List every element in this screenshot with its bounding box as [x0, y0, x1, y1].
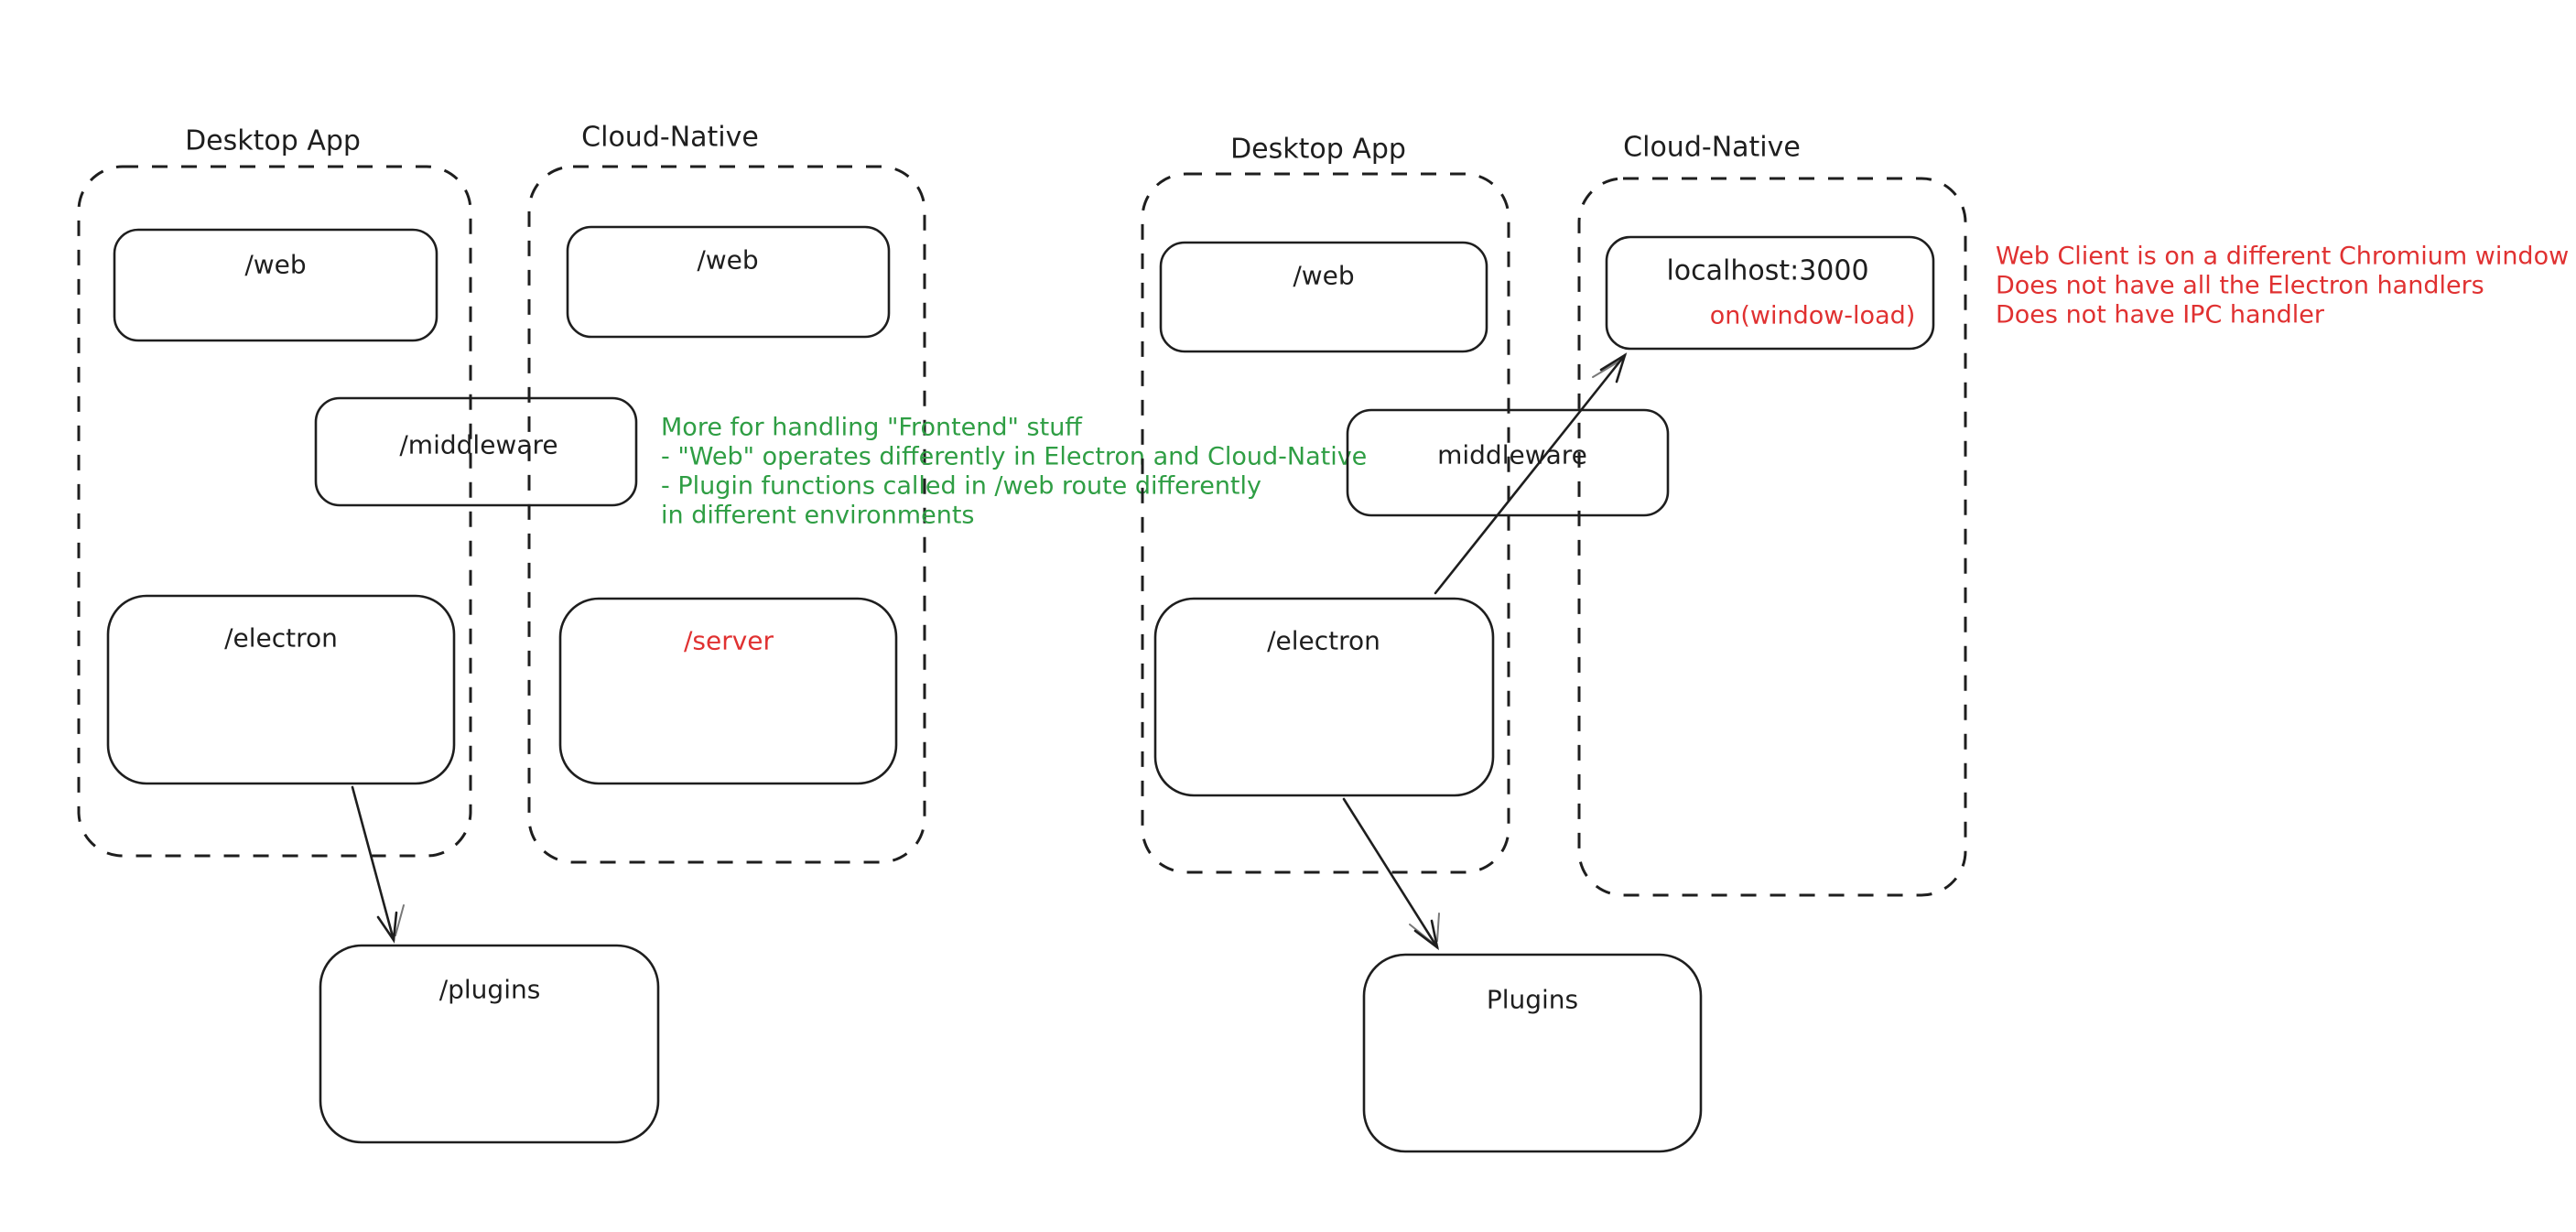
left-cloud-web-box	[566, 225, 891, 339]
left-electron-box	[106, 594, 456, 785]
left-plugins-label: /plugins	[439, 975, 541, 1005]
left-desktop-web-box	[113, 228, 438, 342]
green-note-line-4: in different environments	[661, 502, 974, 530]
left-cloud-native-container	[527, 165, 926, 864]
left-plugins-box	[319, 944, 660, 1144]
left-cloud-native-label: Cloud-Native	[581, 122, 759, 154]
green-note-line-1: More for handling "Frontend" stuff	[661, 414, 1083, 442]
right-middleware-box	[1346, 408, 1670, 517]
right-on-window-load-label: on(window-load)	[1710, 302, 1916, 330]
left-cloud-web-label: /web	[697, 245, 758, 276]
left-desktop-web-label: /web	[244, 250, 306, 280]
red-note-line-1: Web Client is on a different Chromium wi…	[1996, 243, 2569, 271]
right-plugins-label: Plugins	[1487, 985, 1578, 1015]
right-desktop-app-label: Desktop App	[1230, 134, 1406, 166]
right-cloud-native-container	[1577, 177, 1967, 897]
red-note-line-2: Does not have all the Electron handlers	[1996, 272, 2484, 300]
right-middleware-label: middleware	[1437, 440, 1587, 470]
right-desktop-web-label: /web	[1293, 261, 1354, 291]
left-desktop-app-container	[77, 165, 472, 858]
right-desktop-app-container	[1141, 172, 1510, 874]
left-desktop-app-label: Desktop App	[185, 125, 361, 157]
right-diagram: Desktop App Cloud-Native /web localhost:…	[1141, 132, 1967, 1153]
right-electron-label: /electron	[1267, 626, 1380, 656]
right-plugins-box	[1362, 953, 1703, 1153]
left-diagram: Desktop App Cloud-Native /web /web /midd…	[77, 122, 926, 1144]
green-note: More for handling "Frontend" stuff - "We…	[661, 414, 1367, 530]
right-electron-to-localhost-arrow	[1434, 352, 1628, 595]
left-electron-label: /electron	[224, 623, 338, 654]
green-note-line-2: - "Web" operates differently in Electron…	[661, 443, 1367, 471]
right-electron-to-plugins-arrow	[1342, 797, 1440, 951]
right-electron-box	[1153, 597, 1495, 797]
left-server-label: /server	[684, 626, 774, 656]
left-server-box	[558, 597, 898, 785]
left-middleware-label: /middleware	[399, 430, 557, 460]
red-note: Web Client is on a different Chromium wi…	[1996, 243, 2569, 330]
right-localhost-box	[1605, 235, 1935, 351]
left-middleware-box	[314, 396, 638, 507]
right-desktop-web-box	[1159, 241, 1488, 353]
green-note-line-3: - Plugin functions called in /web route …	[661, 472, 1261, 501]
red-note-line-3: Does not have IPC handler	[1996, 301, 2325, 330]
left-electron-to-plugins-arrow	[351, 785, 405, 944]
right-localhost-label: localhost:3000	[1666, 255, 1868, 287]
right-cloud-native-label: Cloud-Native	[1623, 132, 1801, 164]
